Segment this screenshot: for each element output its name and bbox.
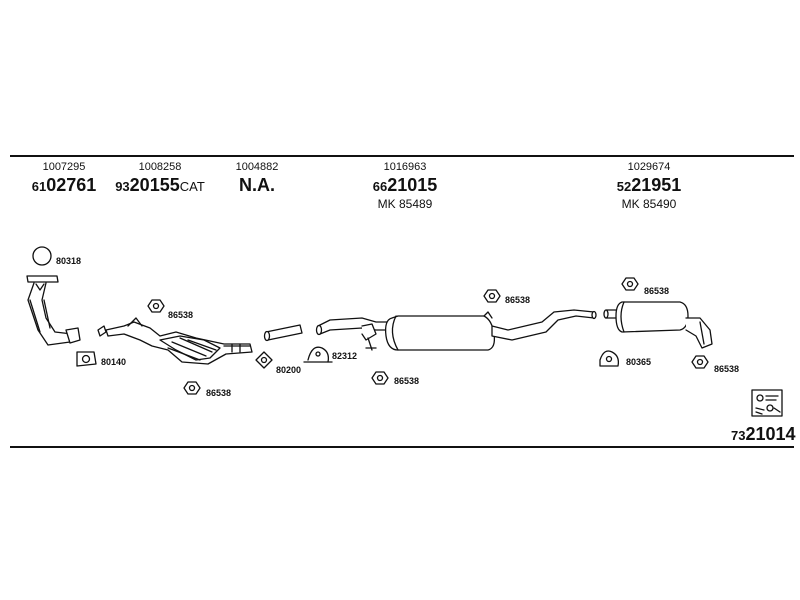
part-code: 21015 — [387, 175, 438, 195]
header-part-1: 1007295 6102761 — [22, 161, 106, 196]
label-80200: 80200 — [276, 365, 302, 375]
header-part-2: 1008258 9320155CAT — [110, 161, 210, 196]
label-86538-b: 86538 — [206, 388, 232, 398]
part-number: 6102761 — [22, 175, 106, 196]
part-number: N.A. — [222, 175, 292, 196]
kit-code: 21014 — [745, 424, 796, 444]
part-number: 6621015 — [360, 175, 450, 196]
clamp-86538-f — [691, 355, 709, 369]
part-prefix: 61 — [31, 179, 47, 194]
intermediate-pipe — [263, 324, 303, 342]
part-code: 02761 — [46, 175, 97, 195]
gasket-80200 — [255, 351, 273, 369]
clamp-86538-d — [483, 289, 501, 303]
gasket-80365 — [599, 350, 620, 367]
part-ref: 1008258 — [138, 161, 182, 173]
gasket-80140 — [76, 351, 97, 367]
label-80318: 80318 — [56, 256, 82, 266]
header-part-4: 1016963 6621015 MK 85489 — [360, 161, 450, 211]
rear-silencer — [603, 301, 713, 349]
part-prefix: 93 — [115, 179, 130, 194]
part-prefix: 52 — [616, 179, 632, 194]
clamp-86538-b — [183, 381, 201, 395]
part-ref: 1004882 — [235, 161, 279, 173]
header-part-3: 1004882 N.A. — [222, 161, 292, 196]
label-86538-e: 86538 — [644, 286, 670, 296]
part-mk: MK 85490 — [621, 197, 677, 211]
clamp-86538-a — [147, 299, 165, 313]
part-number: 9320155CAT — [110, 175, 210, 196]
part-number: 5221951 — [604, 175, 694, 196]
clamp-86538-c — [371, 371, 389, 385]
middle-silencer — [315, 309, 597, 351]
part-mk: MK 85489 — [377, 197, 433, 211]
label-86538-f: 86538 — [714, 364, 740, 374]
front-downpipe — [26, 275, 81, 346]
gasket-ring-80318 — [32, 246, 52, 266]
mounting-kit-icon — [751, 389, 783, 417]
label-80140: 80140 — [101, 357, 127, 367]
part-ref: 1007295 — [42, 161, 86, 173]
label-80365: 80365 — [626, 357, 652, 367]
part-code: N.A. — [239, 175, 275, 195]
part-ref: 1029674 — [627, 161, 671, 173]
kit-prefix: 73 — [731, 428, 746, 443]
u-clamp-82312 — [303, 346, 333, 363]
part-code: 21951 — [631, 175, 682, 195]
catalytic-converter — [97, 317, 253, 365]
label-86538-a: 86538 — [168, 310, 194, 320]
part-ref: 1016963 — [383, 161, 427, 173]
header-part-5: 1029674 5221951 MK 85490 — [604, 161, 694, 211]
part-suffix: CAT — [179, 179, 205, 194]
label-82312: 82312 — [332, 351, 358, 361]
bottom-rule — [10, 446, 794, 448]
part-prefix: 66 — [372, 179, 388, 194]
part-code: 20155 — [129, 175, 180, 195]
clamp-86538-e — [621, 277, 639, 291]
top-rule — [10, 155, 794, 157]
label-86538-d: 86538 — [505, 295, 531, 305]
label-86538-c: 86538 — [394, 376, 420, 386]
kit-number: 7321014 — [731, 424, 796, 445]
